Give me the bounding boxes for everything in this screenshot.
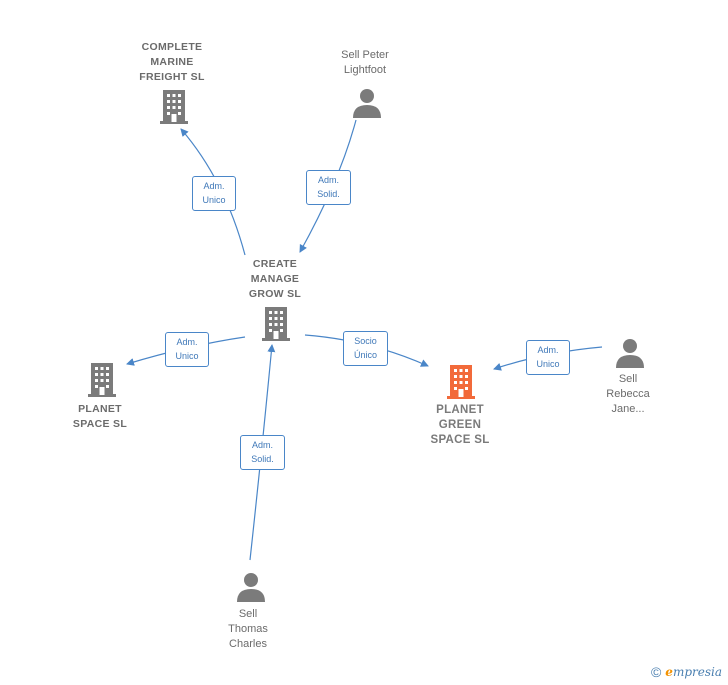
edge-label-adm-solid: Adm. Solid.	[240, 435, 285, 470]
edge-label-adm-unico: Adm. Unico	[165, 332, 209, 367]
edge-label-adm-solid: Adm. Solid.	[306, 170, 351, 205]
node-label-sell-thomas[interactable]: Sell Thomas Charles	[228, 608, 268, 650]
person-icon[interactable]	[352, 88, 382, 118]
copyright-symbol: ©	[650, 664, 662, 680]
person-icon[interactable]	[615, 338, 645, 368]
node-label-planet-green[interactable]: PLANET GREEN SPACE SL	[430, 404, 490, 446]
edge-label-adm-unico: Adm. Unico	[526, 340, 570, 375]
node-label-planet-space[interactable]: PLANET SPACE SL	[72, 403, 128, 430]
brand-logo: empresia	[665, 665, 722, 679]
building-icon[interactable]	[158, 90, 190, 124]
node-label-sell-rebecca[interactable]: Sell Rebecca Jane...	[606, 373, 650, 415]
node-label-sell-peter[interactable]: Sell Peter Lightfoot	[341, 49, 389, 76]
building-icon[interactable]	[86, 363, 118, 397]
building-icon[interactable]	[260, 307, 292, 341]
edge-label-socio-unico: Socio Único	[343, 331, 388, 366]
node-label-create-manage[interactable]: CREATE MANAGE GROW SL	[248, 258, 302, 300]
building-icon[interactable]	[445, 365, 477, 399]
empresia-watermark: © empresia	[651, 664, 722, 680]
node-label-complete-marine[interactable]: COMPLETE MARINE FREIGHT SL	[139, 41, 205, 83]
person-icon[interactable]	[236, 572, 266, 602]
edge-label-adm-unico: Adm. Unico	[192, 176, 236, 211]
